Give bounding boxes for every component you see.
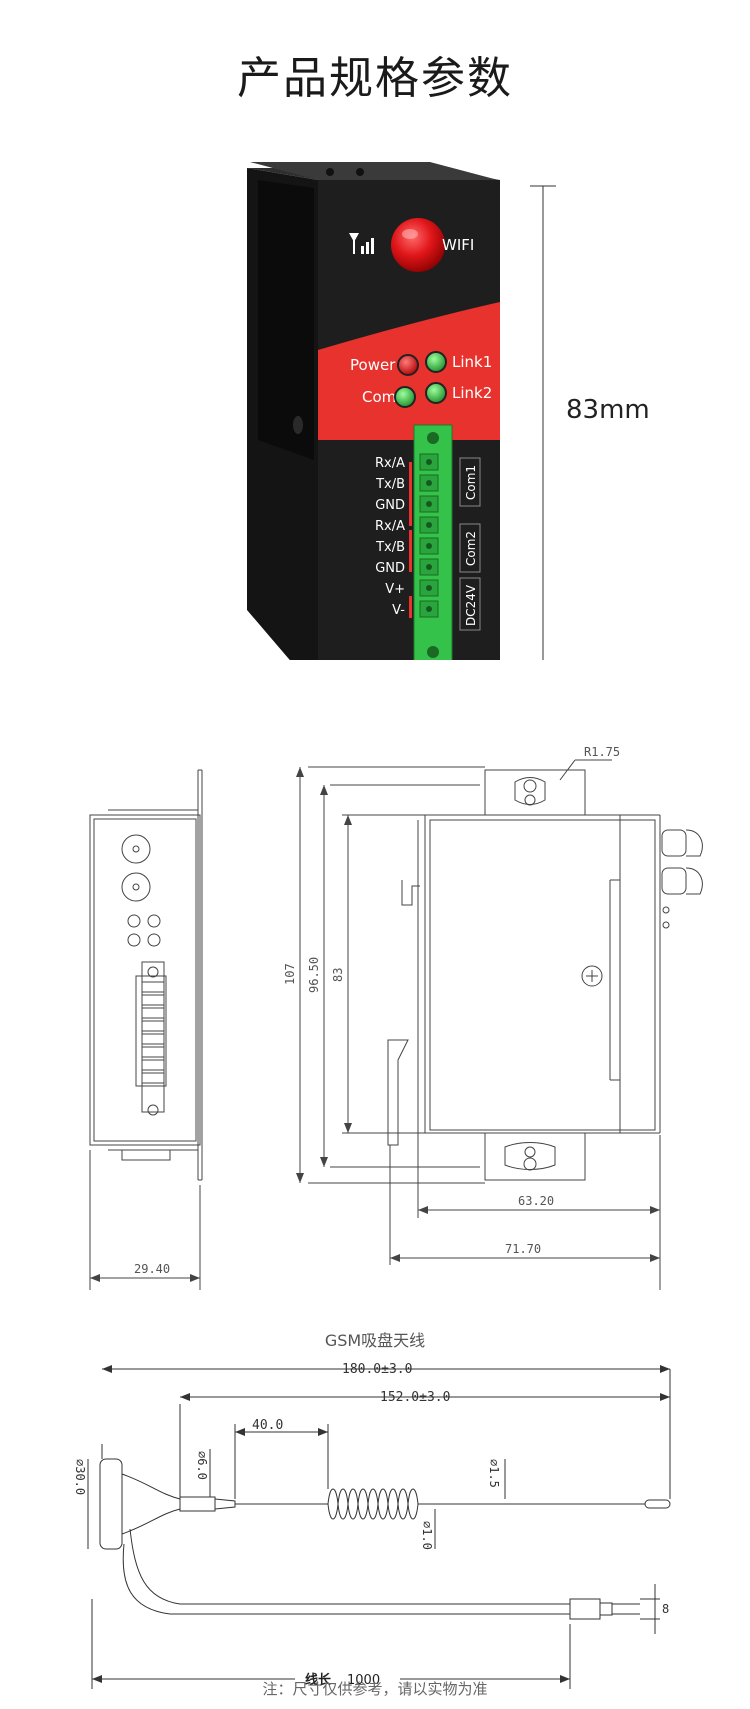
terminal-label: GND [375,561,405,576]
terminal-screws [419,453,439,618]
link2-label: Link2 [452,384,492,402]
technical-drawing: R1.75 107 96.50 83 63.20 71.70 29.40 [89,745,703,1290]
link2-led [425,382,447,404]
thread-diameter-label: ⌀6.0 [195,1451,209,1480]
group-label-dc24v: DC24V [459,577,481,631]
radius-label: R1.75 [584,745,620,759]
disclaimer-note: 注：尺寸仅供参考，请以实物为准 [262,1680,488,1698]
com-led [394,386,416,408]
terminal-label: V- [392,603,405,618]
terminal-label: Rx/A [375,519,405,534]
spring-offset-label: 40.0 [252,1418,283,1433]
terminal-label: Rx/A [375,456,405,471]
screw-icon [581,965,603,987]
depth-outer-label: 71.70 [505,1242,541,1256]
coil-diameter-label: ⌀1.0 [420,1521,434,1550]
side-view-outline [429,819,656,1131]
group-label-com1: Com1 [459,457,481,507]
terminal-label: Tx/B [375,477,405,492]
height-label: 83mm [566,395,650,425]
signal-icon [349,233,374,254]
connector [569,1598,601,1620]
front-view-outline [89,814,201,1146]
total-length-label: 180.0±3.0 [342,1362,412,1377]
terminal-label: GND [375,498,405,513]
rod-length-label: 152.0±3.0 [380,1390,450,1405]
cable-length-label: 1000 [347,1673,380,1688]
page-title: 产品规格参数 [237,53,513,104]
whip-diameter-label: ⌀1.5 [487,1459,501,1488]
height-96-label: 96.50 [307,957,321,993]
height-107-label: 107 [283,963,297,985]
terminal-label: Tx/B [375,540,405,555]
antenna-drawing: 180.0±3.0 152.0±3.0 40.0 ⌀30.0 ⌀6.0 ⌀1.5… [73,1362,671,1689]
antenna-section-title: GSM吸盘天线 [324,1331,426,1350]
power-label: Power [350,356,396,374]
base-diameter-label: ⌀30.0 [73,1459,87,1495]
thread-section [179,1496,216,1512]
depth-inner-label: 63.20 [518,1194,554,1208]
wifi-label: WIFI [442,236,474,254]
height-83-label: 83 [331,968,345,982]
svg-text:Com2: Com2 [464,531,478,566]
link1-led [425,351,447,373]
power-led [397,354,419,376]
coil-spring [327,1488,419,1520]
width-label: 29.40 [134,1262,170,1276]
link1-label: Link1 [452,353,492,371]
terminal-label: V+ [385,582,405,597]
connector-size-label: 8 [662,1602,669,1616]
svg-text:DC24V: DC24V [464,584,478,626]
device-illustration: WIFI Power Link1 Com Link2 Rx/A Tx/B GND Rx… [247,162,650,660]
svg-text:Com1: Com1 [464,465,478,500]
side-hole-icon [293,416,303,434]
magnetic-base [99,1458,123,1550]
cable-label: 线长 [305,1672,332,1688]
group-label-com2: Com2 [459,523,481,573]
antenna-connector-icons [661,829,703,929]
device-top [250,162,498,180]
com-label: Com [362,388,396,406]
